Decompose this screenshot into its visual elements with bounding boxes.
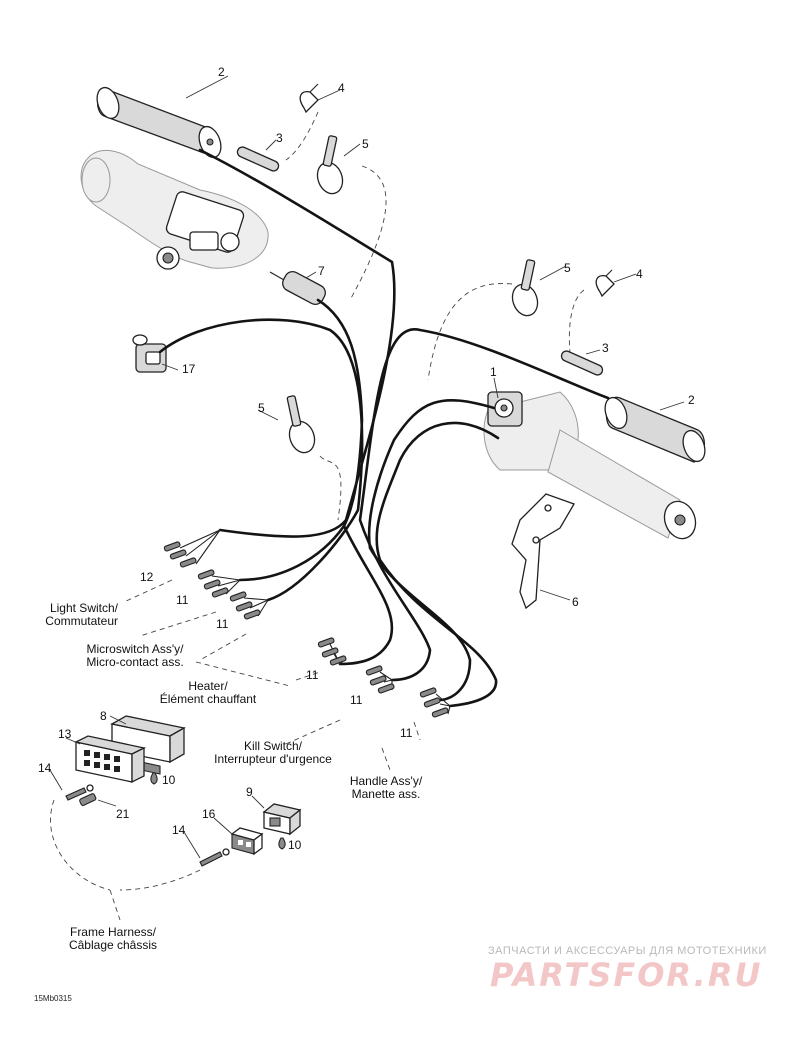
terminal-bundle-11-e — [419, 687, 451, 718]
callout-pin-21: 21 — [116, 807, 130, 821]
terminal-bundle-11-d — [365, 665, 395, 694]
housing-9 — [262, 803, 302, 836]
callout-light-17: 17 — [182, 362, 196, 376]
left-grip-housing-ghost — [80, 149, 269, 270]
callout-tie-top-right: 5 — [564, 261, 571, 275]
callout-housing-8: 8 — [100, 709, 107, 723]
callout-numbers: 2 4 3 5 7 17 5 4 3 1 2 5 6 12 11 11 11 1… — [38, 65, 695, 852]
label-kill-switch-en: Kill Switch/ — [243, 739, 302, 753]
label-light-switch-en: Light Switch/ — [49, 601, 118, 615]
callout-sleeve-right: 3 — [602, 341, 609, 355]
callout-pin-14-a: 14 — [38, 761, 52, 775]
diagram-code: 15Mb0315 — [34, 994, 72, 1003]
callout-housing-13: 13 — [58, 727, 72, 741]
callout-housing-16: 16 — [202, 807, 216, 821]
label-frame-harness-en: Frame Harness/ — [69, 925, 157, 939]
pin-14-b — [199, 848, 230, 867]
callout-term-11-c: 11 — [306, 668, 319, 682]
label-microswitch-en: Microswitch Ass'y/ — [86, 642, 184, 656]
terminal-bundle-11-c — [317, 637, 347, 666]
callout-seal-b: 10 — [288, 838, 302, 852]
callout-grip-left: 2 — [218, 65, 225, 79]
label-kill-switch: Kill Switch/ Interrupteur d'urgence — [198, 740, 348, 766]
callout-term-11-a: 11 — [176, 593, 189, 607]
callout-connector-7: 7 — [318, 264, 325, 278]
terminal-bundle-12 — [163, 529, 221, 568]
grip-right — [604, 396, 706, 463]
callout-term-11-e: 11 — [400, 726, 413, 740]
label-heater-en: Heater/ — [188, 679, 228, 693]
housing-13 — [74, 735, 146, 784]
callout-grip-right: 2 — [688, 393, 695, 407]
callout-term-12: 12 — [140, 570, 154, 584]
label-handle: Handle Ass'y/ Manette ass. — [336, 775, 436, 801]
callout-term-11-d: 11 — [350, 693, 363, 707]
watermark-tagline: ЗАПЧАСТИ И АКСЕССУАРЫ ДЛЯ МОТОТЕХНИКИ — [488, 945, 767, 957]
cable-tie-mid — [286, 395, 316, 454]
label-handle-fr: Manette ass. — [351, 787, 421, 801]
pin-14-a — [65, 784, 94, 801]
bracket-6 — [511, 493, 575, 610]
housing-16 — [230, 827, 264, 856]
light-17 — [132, 334, 167, 373]
label-frame-harness-fr: Câblage châssis — [68, 938, 158, 952]
pin-21 — [79, 793, 97, 806]
callout-housing-9: 9 — [246, 785, 253, 799]
callout-seal-a: 10 — [162, 773, 176, 787]
callout-term-11-b: 11 — [216, 617, 229, 631]
terminal-bundle-11-a — [197, 569, 241, 598]
callout-tie-mid: 5 — [258, 401, 265, 415]
cable-tie-top-left — [316, 135, 344, 195]
harness-wires — [158, 148, 610, 708]
callout-clip-left: 4 — [338, 81, 345, 95]
grip-left — [96, 86, 222, 159]
terminal-bundle-11-b — [229, 591, 269, 620]
callout-leaders — [49, 75, 685, 859]
label-microswitch: Microswitch Ass'y/ Micro-contact ass. — [72, 643, 198, 669]
label-handle-en: Handle Ass'y/ — [349, 774, 423, 788]
label-light-switch: Light Switch/ Commutateur — [20, 602, 118, 628]
label-heater-fr: Élément chauffant — [159, 692, 257, 706]
label-kill-switch-fr: Interrupteur d'urgence — [214, 752, 332, 766]
callout-handle-switch: 1 — [490, 365, 497, 379]
sleeve-right — [560, 350, 604, 376]
callout-pin-14-b: 14 — [172, 823, 186, 837]
callout-sleeve-left: 3 — [276, 131, 283, 145]
callout-tie-top-left: 5 — [362, 137, 369, 151]
clip-left — [299, 83, 319, 114]
connector-7 — [269, 271, 326, 305]
seal-10-b — [278, 837, 286, 850]
label-microswitch-fr: Micro-contact ass. — [86, 655, 184, 669]
sleeve-left — [236, 146, 280, 172]
clip-right — [595, 269, 615, 298]
callout-clip-right: 4 — [636, 267, 643, 281]
label-heater: Heater/ Élément chauffant — [156, 680, 260, 706]
seal-10-a — [150, 772, 158, 785]
label-frame-harness: Frame Harness/ Câblage châssis — [54, 926, 172, 952]
label-light-switch-fr: Commutateur — [45, 614, 118, 628]
label-leaders — [109, 579, 421, 921]
callout-bracket: 6 — [572, 595, 579, 609]
guide-arrows — [50, 111, 585, 891]
right-grip-housing-ghost — [483, 391, 697, 540]
cable-tie-top-right — [511, 259, 539, 317]
watermark-logo: PARTSFOR.RU — [490, 956, 763, 994]
